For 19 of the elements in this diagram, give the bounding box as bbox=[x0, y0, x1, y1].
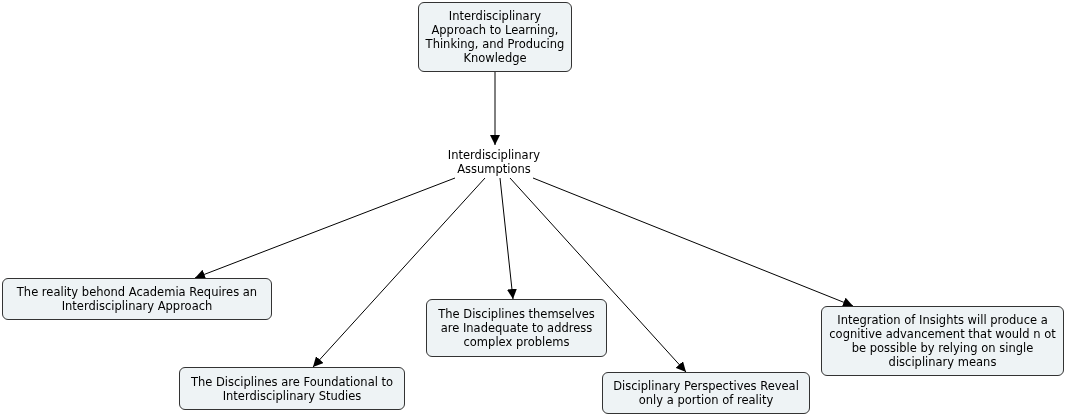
arrow bbox=[532, 177, 854, 307]
concept-text: Interdisciplinary Approach to Learning, Thinking, and Producing Knowledge bbox=[425, 9, 565, 65]
concept-box bbox=[2, 278, 272, 320]
concept-text: Integration of Insights will produce a cognitive advancement that would n ot be possible by relying on single disciplinary means bbox=[828, 313, 1057, 369]
arrow bbox=[499, 177, 517, 300]
arrow bbox=[509, 177, 687, 373]
arrow bbox=[312, 177, 486, 368]
concept-box bbox=[179, 367, 405, 410]
concept-label: Interdisciplinary Assumptions bbox=[436, 145, 552, 178]
concept-text: The Disciplines are Foundational to Interdisciplinary Studies bbox=[189, 374, 395, 403]
concept-box bbox=[418, 2, 572, 72]
concept-box bbox=[821, 306, 1064, 376]
concept-box bbox=[602, 372, 810, 414]
concept-box bbox=[426, 299, 607, 357]
concept-text: The Disciplines themselves are Inadequate to address complex problems bbox=[437, 307, 596, 349]
concept-text: Disciplinary Perspectives Reveal only a portion of reality bbox=[612, 379, 800, 407]
arrow bbox=[194, 177, 456, 280]
concept-text: The reality behond Academia Requires an Interdisciplinary Approach bbox=[15, 285, 259, 313]
arrow bbox=[490, 71, 500, 146]
